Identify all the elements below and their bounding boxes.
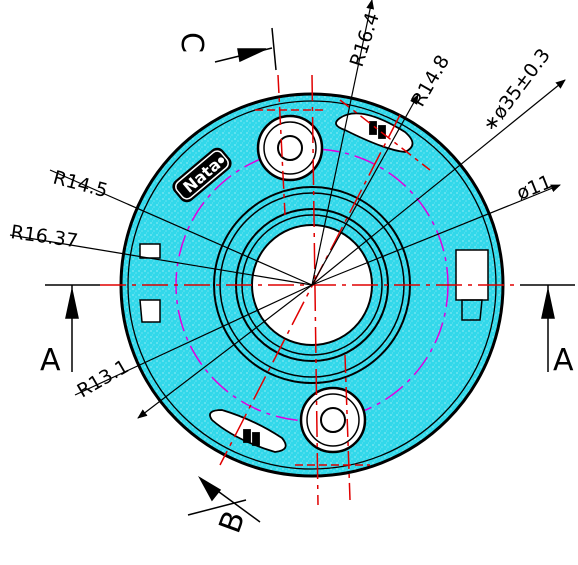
- section-a-left: [45, 284, 100, 372]
- section-c-label: C: [174, 32, 209, 53]
- dim-dia11: ø11: [514, 171, 555, 205]
- dim-r14-8: R14.8: [407, 51, 454, 110]
- centerlines: [100, 74, 515, 506]
- arc-slots: [209, 112, 414, 453]
- section-a-right: [520, 284, 575, 372]
- section-c: [214, 27, 277, 71]
- section-a-left-label: A: [40, 343, 61, 378]
- bolt-hole-bottom: [299, 386, 367, 454]
- dim-r14-5: R14.5: [51, 167, 110, 203]
- section-b: [187, 475, 261, 523]
- dim-r16-4: R16.4: [346, 10, 384, 70]
- dim-dia35: ∗ø35±0.3: [478, 45, 554, 136]
- dim-r13-1: R13.1: [74, 356, 133, 403]
- bolt-hole-top: [256, 114, 324, 182]
- side-slots: [139, 243, 489, 323]
- dimension-leaders: [9, 0, 566, 419]
- section-a-right-label: A: [553, 343, 574, 378]
- dim-r16-37: R16.37: [9, 221, 79, 252]
- section-b-label: B: [213, 506, 253, 537]
